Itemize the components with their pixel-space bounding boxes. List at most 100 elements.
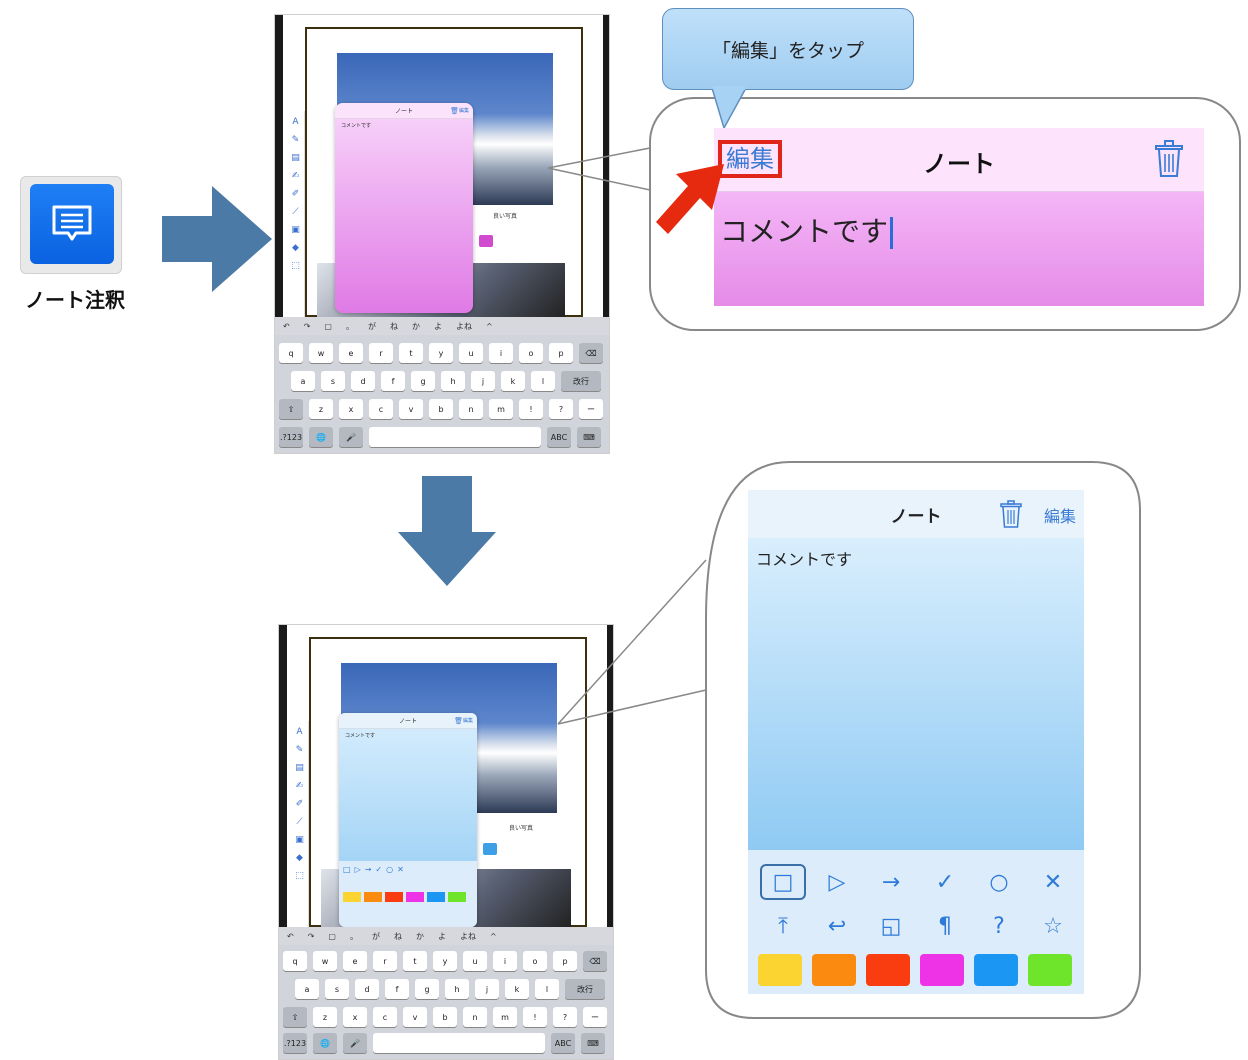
- key[interactable]: m: [489, 399, 513, 419]
- key[interactable]: z: [309, 399, 333, 419]
- undo-icon[interactable]: ↶: [287, 931, 294, 941]
- key[interactable]: n: [463, 1007, 487, 1027]
- numbers-key[interactable]: .?123: [279, 427, 303, 447]
- swatch-red[interactable]: [385, 892, 403, 902]
- key[interactable]: y: [433, 951, 457, 971]
- key[interactable]: d: [351, 371, 375, 391]
- swatch-green[interactable]: [1028, 954, 1072, 986]
- text-tool-icon[interactable]: A: [292, 117, 299, 127]
- select-tool-icon[interactable]: ⬚: [291, 261, 300, 271]
- play-tool[interactable]: ▷: [828, 869, 846, 895]
- key[interactable]: g: [415, 979, 439, 999]
- shift-key[interactable]: ⇧: [283, 1007, 307, 1027]
- key[interactable]: h: [441, 371, 465, 391]
- check-tool[interactable]: ✓: [935, 869, 955, 895]
- key[interactable]: ー: [579, 399, 603, 419]
- swatch-orange[interactable]: [364, 892, 382, 902]
- swatch-yellow[interactable]: [758, 954, 802, 986]
- suggestion-item[interactable]: ね: [389, 321, 398, 331]
- abc-key[interactable]: ABC: [547, 427, 571, 447]
- key[interactable]: b: [429, 399, 453, 419]
- suggestion-item[interactable]: 。: [345, 321, 354, 331]
- paragraph-tool[interactable]: ¶: [938, 913, 952, 939]
- swatch-orange[interactable]: [812, 954, 856, 986]
- key[interactable]: o: [523, 951, 547, 971]
- key[interactable]: e: [343, 951, 367, 971]
- key[interactable]: f: [381, 371, 405, 391]
- note-marker[interactable]: [479, 235, 493, 247]
- circle-tool[interactable]: ○: [386, 865, 394, 874]
- key[interactable]: z: [313, 1007, 337, 1027]
- key[interactable]: j: [475, 979, 499, 999]
- key[interactable]: j: [471, 371, 495, 391]
- key[interactable]: x: [339, 399, 363, 419]
- suggestion-item[interactable]: ね: [393, 931, 402, 941]
- key[interactable]: r: [369, 343, 393, 363]
- key[interactable]: w: [313, 951, 337, 971]
- suggestion-item[interactable]: よね: [459, 931, 476, 941]
- stamp-tool-icon[interactable]: ✎: [295, 745, 304, 755]
- note-tool-icon[interactable]: ▤: [291, 153, 300, 163]
- arrow-tool[interactable]: →: [881, 869, 901, 895]
- key[interactable]: y: [429, 343, 453, 363]
- key[interactable]: s: [321, 371, 345, 391]
- undo-icon[interactable]: ↶: [283, 321, 290, 331]
- suggestion-item[interactable]: が: [371, 931, 380, 941]
- key[interactable]: t: [403, 951, 427, 971]
- pen-tool-icon[interactable]: ✍: [291, 171, 300, 181]
- key[interactable]: ?: [553, 1007, 577, 1027]
- hide-keyboard-key[interactable]: ⌨: [581, 1033, 605, 1053]
- key[interactable]: v: [399, 399, 423, 419]
- trash-icon[interactable]: [1154, 140, 1184, 178]
- mic-key[interactable]: 🎤: [343, 1033, 367, 1053]
- key[interactable]: i: [493, 951, 517, 971]
- suggestion-item[interactable]: よ: [433, 321, 442, 331]
- image-tool-icon[interactable]: ▣: [295, 835, 304, 845]
- new-paragraph-tool[interactable]: ↩: [827, 913, 847, 939]
- edit-button[interactable]: 編集: [718, 140, 782, 178]
- note-annotation-icon[interactable]: [30, 184, 114, 264]
- insert-tool[interactable]: ⤒: [778, 913, 788, 939]
- key[interactable]: r: [373, 951, 397, 971]
- stamp-tool-icon[interactable]: ✎: [291, 135, 300, 145]
- note-tool-icon[interactable]: ▤: [295, 763, 304, 773]
- hide-keyboard-key[interactable]: ⌨: [577, 427, 601, 447]
- note-popup-text[interactable]: コメントです: [341, 123, 372, 129]
- key[interactable]: g: [411, 371, 435, 391]
- key[interactable]: t: [399, 343, 423, 363]
- note-popup-edit-button[interactable]: 編集: [462, 718, 473, 724]
- key[interactable]: ?: [549, 399, 573, 419]
- globe-key[interactable]: 🌐: [309, 427, 333, 447]
- key[interactable]: u: [463, 951, 487, 971]
- circle-tool[interactable]: ○: [989, 869, 1009, 895]
- suggestion-item[interactable]: ^: [485, 321, 493, 331]
- key[interactable]: k: [501, 371, 525, 391]
- line-tool-icon[interactable]: ⟋: [296, 817, 303, 827]
- key[interactable]: l: [535, 979, 559, 999]
- note-body[interactable]: コメントです: [748, 538, 1084, 850]
- swatch-red[interactable]: [866, 954, 910, 986]
- highlighter-tool-icon[interactable]: ✐: [295, 799, 304, 809]
- key[interactable]: a: [291, 371, 315, 391]
- trash-icon[interactable]: [1000, 500, 1022, 528]
- space-key[interactable]: [369, 427, 541, 447]
- key[interactable]: !: [519, 399, 543, 419]
- key[interactable]: c: [369, 399, 393, 419]
- return-key[interactable]: 改行: [561, 371, 601, 391]
- swatch-blue[interactable]: [427, 892, 445, 902]
- globe-key[interactable]: 🌐: [313, 1033, 337, 1053]
- space-key[interactable]: [373, 1033, 545, 1053]
- key[interactable]: m: [493, 1007, 517, 1027]
- highlighter-tool-icon[interactable]: ✐: [291, 189, 300, 199]
- key[interactable]: q: [283, 951, 307, 971]
- note-marker[interactable]: [483, 843, 497, 855]
- cross-tool[interactable]: ✕: [397, 865, 404, 874]
- note-text[interactable]: コメントです: [720, 215, 889, 248]
- key[interactable]: b: [433, 1007, 457, 1027]
- key[interactable]: a: [295, 979, 319, 999]
- key[interactable]: p: [549, 343, 573, 363]
- numbers-key[interactable]: .?123: [283, 1033, 307, 1053]
- text-tool-icon[interactable]: A: [296, 727, 303, 737]
- suggestion-item[interactable]: が: [367, 321, 376, 331]
- eraser-tool-icon[interactable]: ◆: [296, 853, 303, 863]
